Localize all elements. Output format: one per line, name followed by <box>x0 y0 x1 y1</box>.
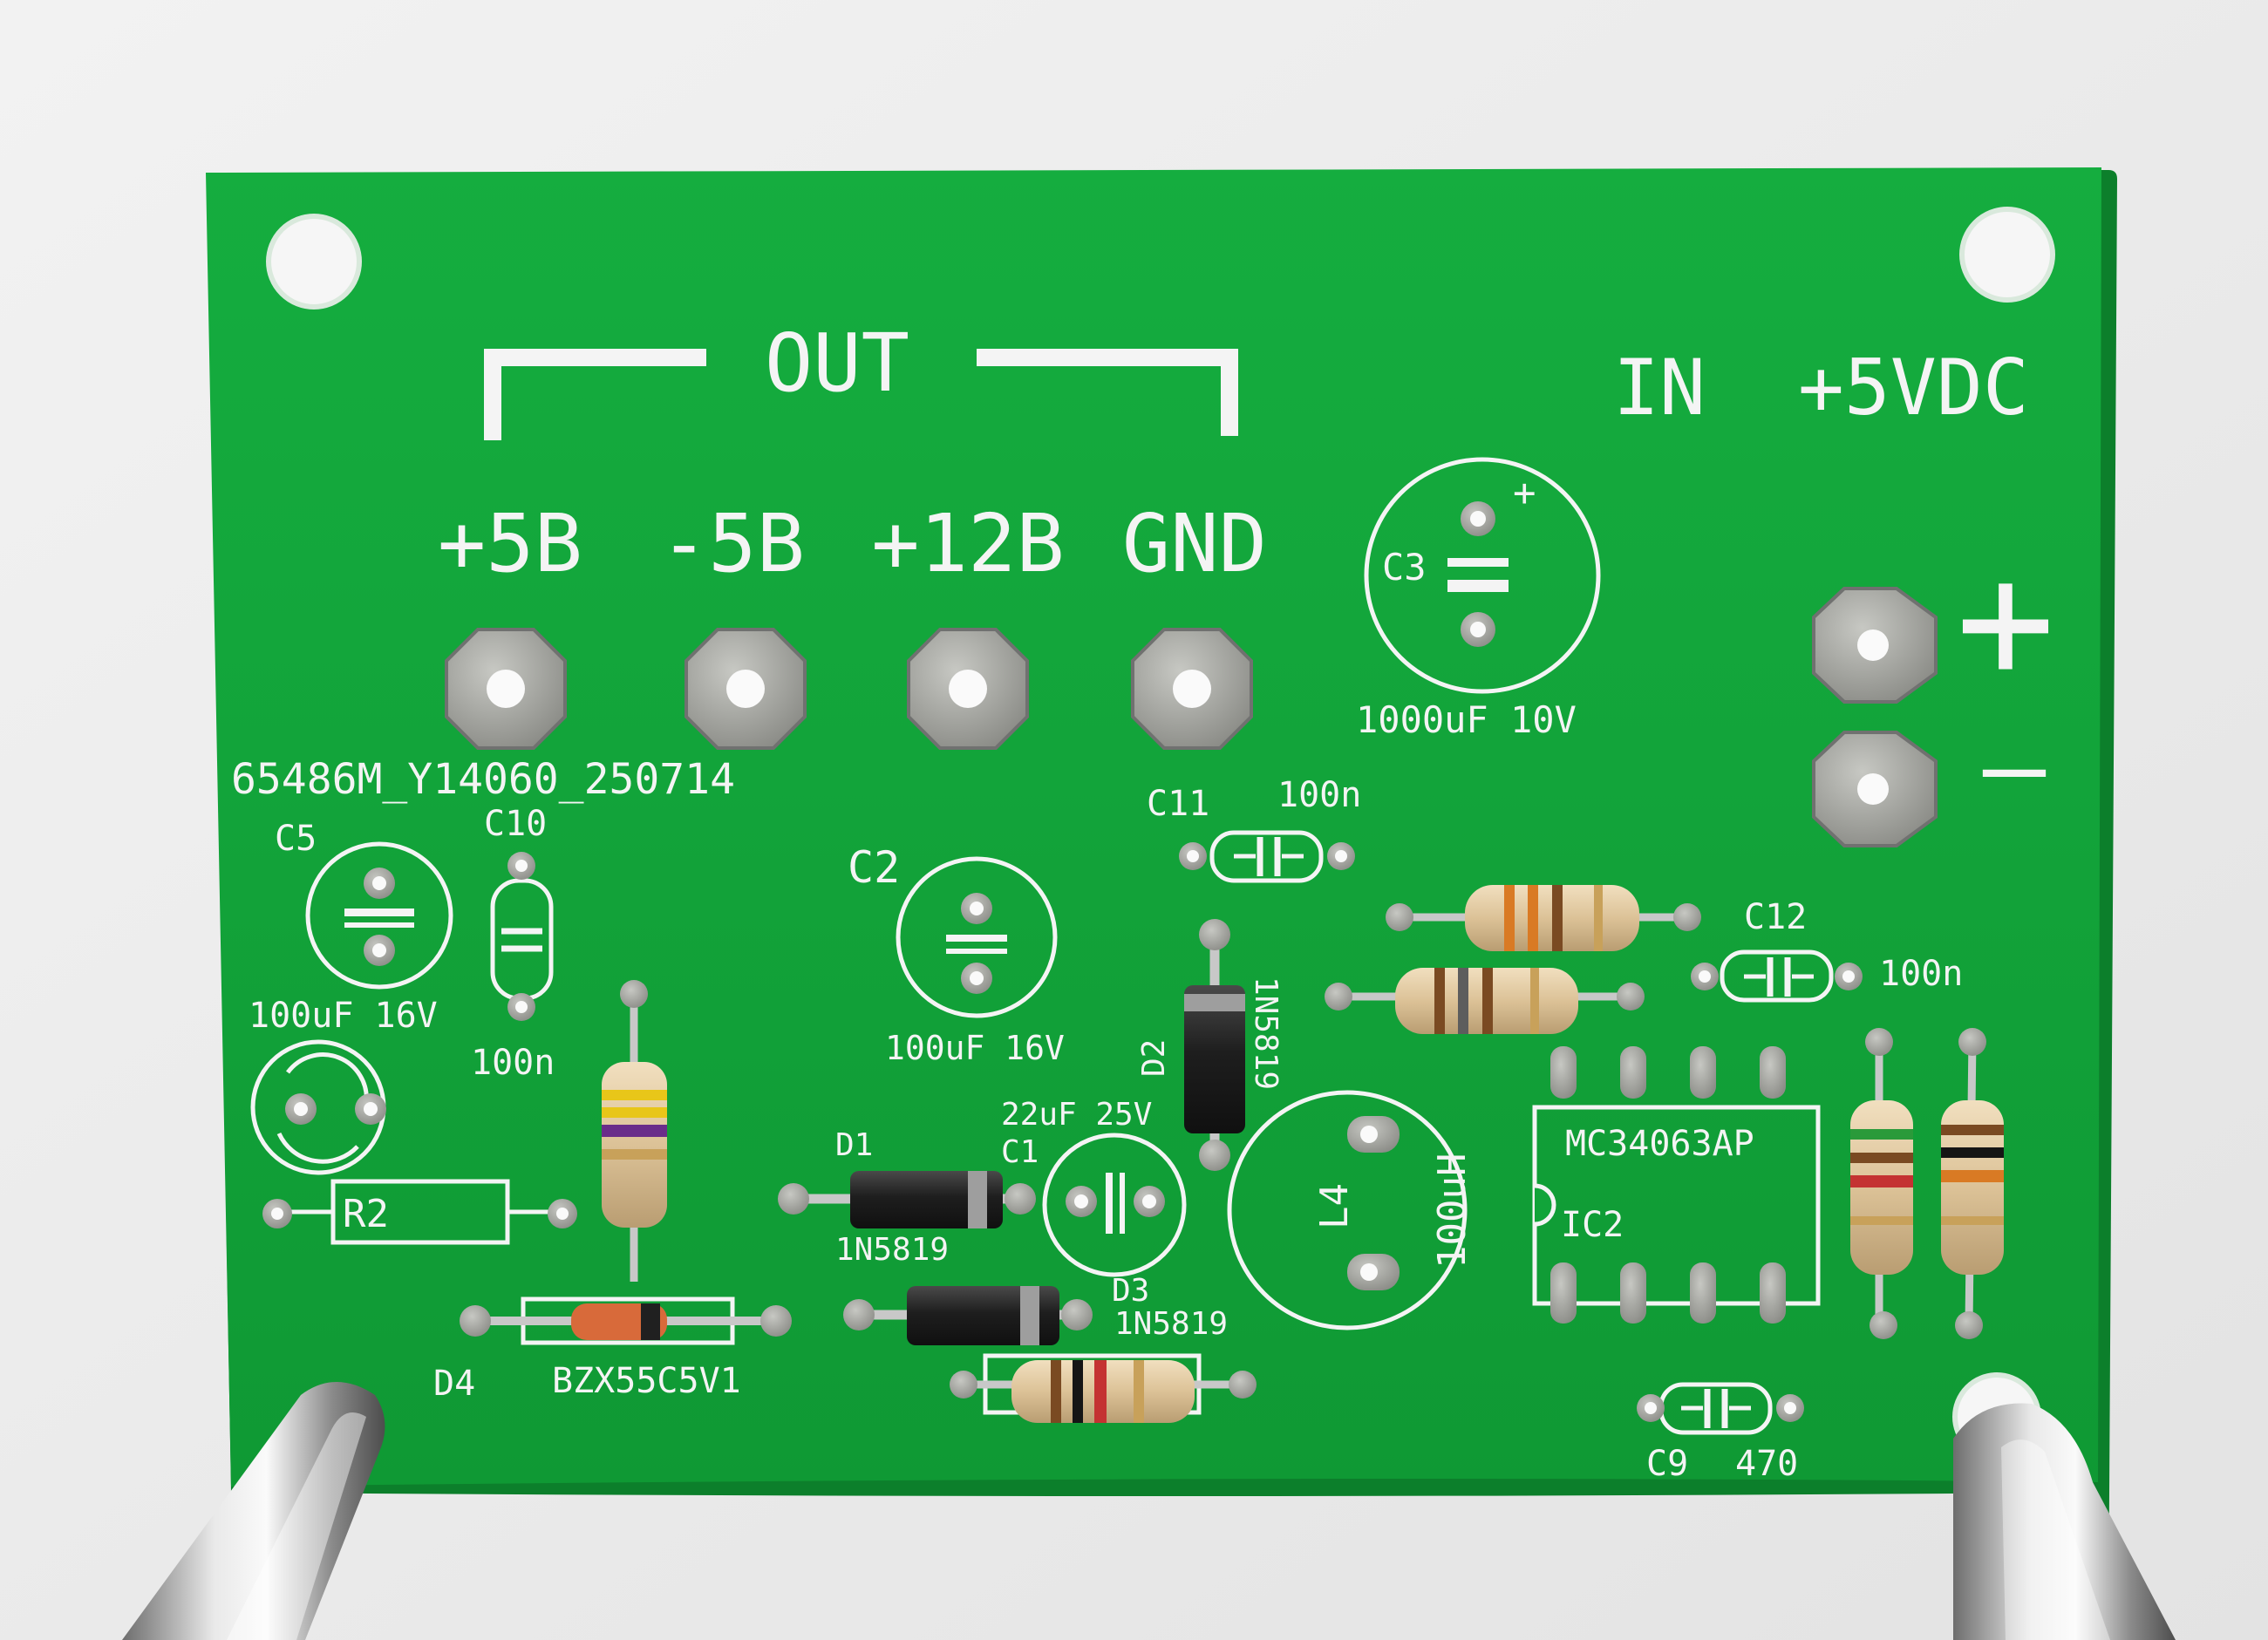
c12-ref: C12 <box>1744 897 1807 937</box>
d1-diode <box>778 1171 1036 1228</box>
d1-ref: D1 <box>835 1127 873 1163</box>
output-label-5v: +5B <box>438 497 582 590</box>
c1-ref: C1 <box>1001 1134 1039 1170</box>
output-label-12v: +12B <box>871 497 1065 590</box>
right-clamp <box>1953 1403 2176 1640</box>
c2-value: 100uF 16V <box>885 1029 1065 1067</box>
out-title: OUT <box>765 316 909 410</box>
c3-polarity: + <box>1513 471 1536 515</box>
d3-diode <box>843 1286 1093 1345</box>
c1-footprint <box>1042 1133 1187 1277</box>
d1-value: 1N5819 <box>835 1232 949 1268</box>
c5-footprint <box>305 841 453 990</box>
c9-ref: C9 <box>1646 1444 1688 1484</box>
mounting-hole <box>1959 207 2055 303</box>
input-minus-symbol: — <box>1983 706 2047 827</box>
c3-value: 1000uF 10V <box>1356 698 1577 741</box>
d3-ref: D3 <box>1112 1273 1149 1309</box>
d2-value: 1N5819 <box>1248 977 1284 1090</box>
c10-value: 100n <box>471 1043 555 1083</box>
ic2-footprint <box>1532 1046 1821 1324</box>
left-clamp <box>122 1382 385 1640</box>
r2-ref: R2 <box>343 1192 389 1236</box>
c3-ref: C3 <box>1382 546 1427 589</box>
resistor-vertical-right-2 <box>1941 1028 2004 1339</box>
c9-footprint <box>1637 1382 1804 1435</box>
c11-value: 100n <box>1277 775 1361 815</box>
c2-footprint <box>896 856 1058 1018</box>
d2-diode <box>1184 919 1245 1171</box>
input-plus-symbol: + <box>1956 525 2055 718</box>
d4-diode <box>460 1296 792 1345</box>
vertical-resistor-left <box>602 980 667 1282</box>
d3-value: 1N5819 <box>1114 1306 1228 1342</box>
output-label-gnd: GND <box>1122 497 1267 590</box>
output-label-minus5v: -5B <box>660 497 805 590</box>
c2-ref: C2 <box>848 842 900 893</box>
r2-footprint <box>262 1179 577 1245</box>
input-label: IN +5VDC <box>1613 343 2029 432</box>
c3-footprint <box>1364 457 1601 694</box>
c11-ref: C11 <box>1147 784 1209 824</box>
c10-footprint <box>490 852 554 1021</box>
mounting-hole <box>266 214 362 310</box>
spiral-footprint <box>250 1039 386 1175</box>
d2-ref: D2 <box>1136 1039 1172 1077</box>
d4-value: BZX55C5V1 <box>552 1361 741 1401</box>
resistor-top-right-1 <box>1386 885 1701 951</box>
ic2-value: MC34063AP <box>1565 1124 1754 1164</box>
l4-ref: L4 <box>1312 1183 1357 1229</box>
board-id: 65486M_Y14060_250714 <box>231 755 735 804</box>
l4-value: 100uH <box>1430 1153 1475 1269</box>
d4-ref: D4 <box>433 1364 475 1404</box>
input-pads <box>1812 587 1938 847</box>
resistor-vertical-right-1 <box>1850 1028 1913 1339</box>
c1-value: 22uF 25V <box>1001 1097 1152 1133</box>
out-bracket <box>484 349 1238 440</box>
c5-ref: C5 <box>275 819 317 859</box>
resistor-top-right-2 <box>1325 968 1645 1034</box>
c12-footprint <box>1691 949 1863 1003</box>
c5-value: 100uF 16V <box>249 996 438 1036</box>
bottom-resistor <box>950 1353 1257 1423</box>
output-pads <box>445 628 1253 750</box>
c11-footprint <box>1179 830 1355 883</box>
c9-value: 470 <box>1735 1444 1798 1484</box>
l4-footprint <box>1227 1090 1468 1330</box>
ic2-ref: IC2 <box>1561 1205 1624 1245</box>
c12-value: 100n <box>1879 954 1963 994</box>
c10-ref: C10 <box>484 804 547 844</box>
